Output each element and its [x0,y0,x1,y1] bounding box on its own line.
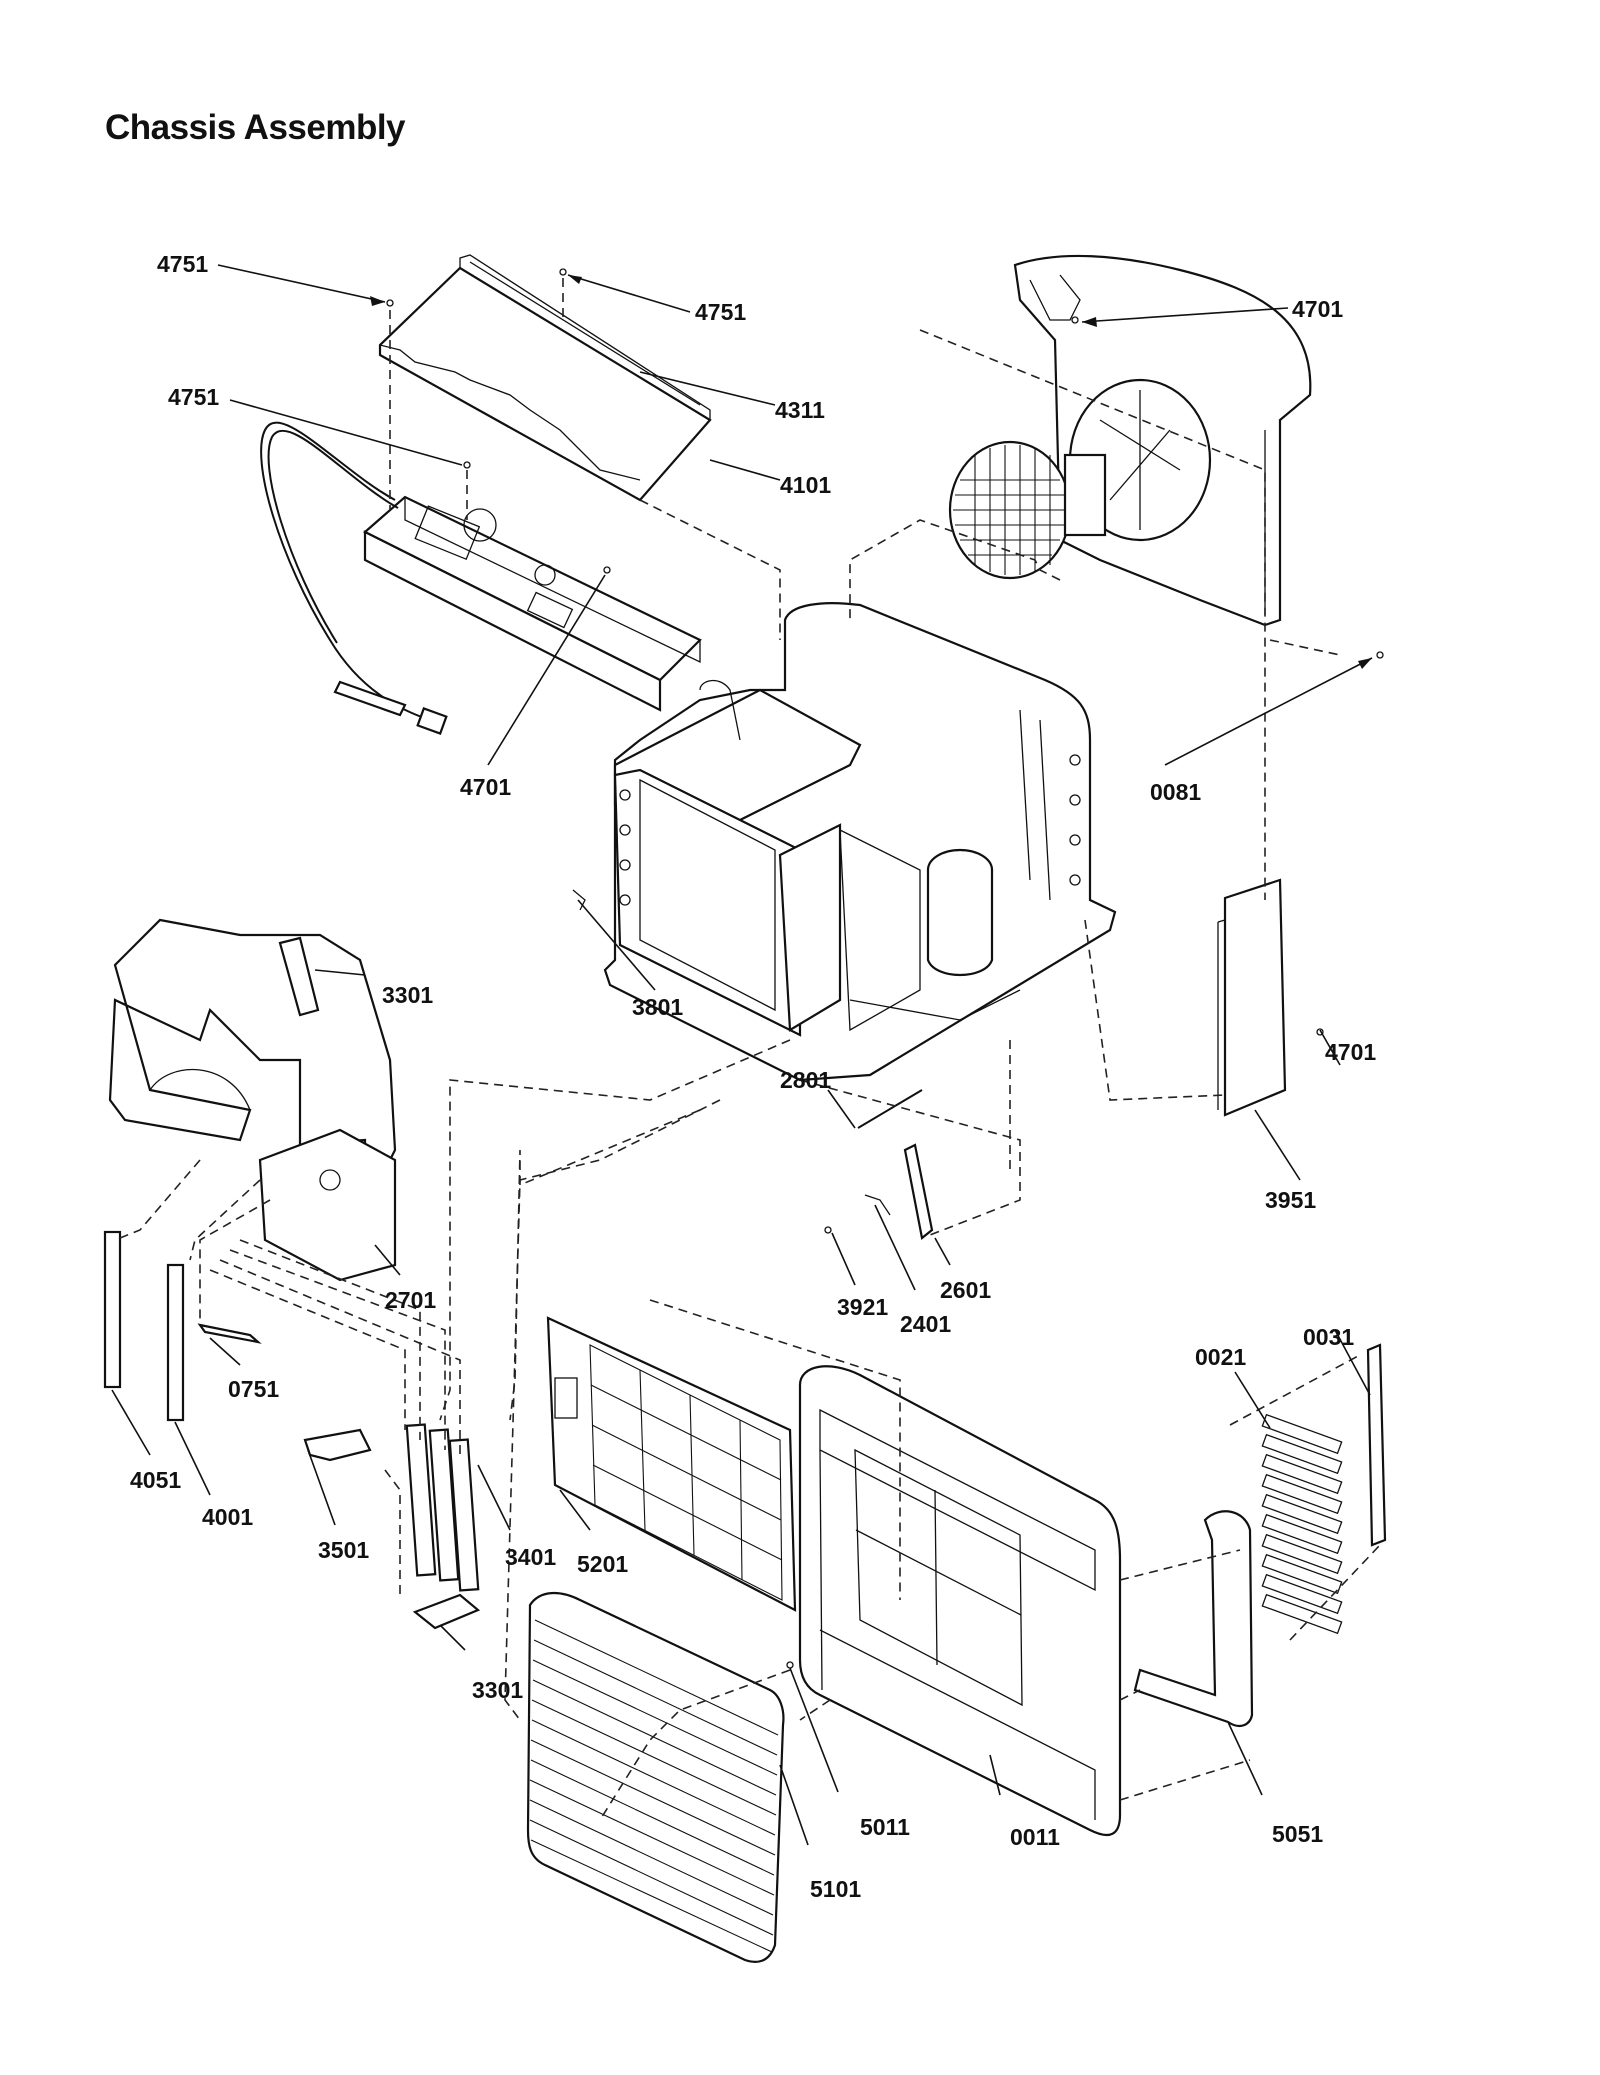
label-4701-a: 4701 [460,774,511,800]
side-panel-part [1217,878,1287,1117]
label-4311: 4311 [775,397,825,423]
bracket-top-part [278,936,320,1017]
heater-assembly-part [303,1423,481,1630]
control-box-part [260,421,702,735]
label-4101: 4101 [780,472,831,498]
label-0031: 0031 [1303,1324,1354,1350]
label-3401: 3401 [505,1544,556,1570]
leader-lines [111,264,1373,1846]
label-4751-b: 4751 [695,299,746,325]
label-3951: 3951 [1265,1187,1316,1213]
label-4001: 4001 [202,1504,253,1530]
label-5011: 5011 [860,1814,910,1840]
label-4701-b: 4701 [1292,296,1343,322]
chassis-base-part [603,602,1117,1082]
label-0081: 0081 [1150,779,1201,805]
label-3501: 3501 [318,1537,369,1563]
label-3301-a: 3301 [382,982,433,1008]
part-labels: 4751 4751 4751 4311 4101 4701 4701 0081 … [130,251,1376,1902]
label-4751-a: 4751 [157,251,208,277]
label-3801: 3801 [632,994,683,1020]
label-4051: 4051 [130,1467,181,1493]
label-4701-c: 4701 [1325,1039,1376,1065]
louver-assembly-part [1133,1343,1387,1728]
label-3921: 3921 [837,1294,888,1320]
page-title: Chassis Assembly [105,108,406,147]
small-parts-part [386,268,1384,1669]
filter-panel-part [546,1316,797,1612]
label-5051: 5051 [1272,1821,1323,1847]
air-duct-part [108,918,397,1282]
label-0021: 0021 [1195,1344,1246,1370]
label-0751: 0751 [228,1376,279,1402]
front-frame-part [798,1365,1122,1837]
blower-assembly-part [948,254,1312,627]
label-2801: 2801 [780,1067,831,1093]
label-3301-b: 3301 [472,1677,523,1703]
front-grille-part [526,1592,785,1963]
label-5101: 5101 [810,1876,861,1902]
assembly-guide-lines [114,278,1381,1821]
control-cover-part [378,254,712,502]
label-0011: 0011 [1010,1824,1060,1850]
label-2701: 2701 [385,1287,436,1313]
seal-strips-part [103,1230,262,1422]
label-4751-c: 4751 [168,384,219,410]
label-2601: 2601 [940,1277,991,1303]
label-2401: 2401 [900,1311,951,1337]
label-5201: 5201 [577,1551,628,1577]
